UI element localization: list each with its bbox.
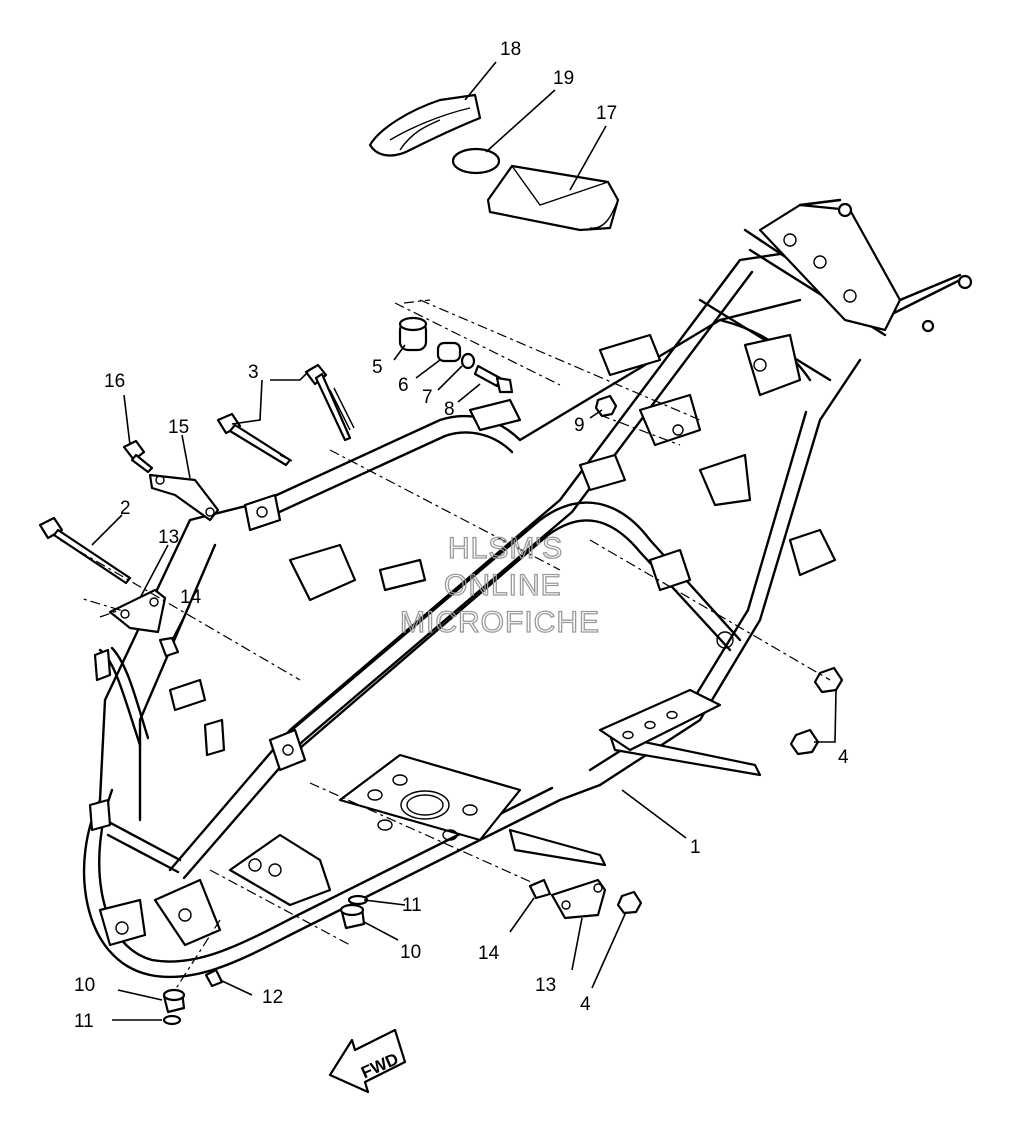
callout-8: 8 (444, 399, 455, 420)
short-bolt-part (473, 364, 514, 394)
watermark-line-3: MICROFICHE (400, 606, 600, 639)
watermark-line-2: ONLINE (444, 569, 562, 602)
leader-lines (59, 61, 837, 1021)
left-ring-part (162, 1014, 182, 1026)
callout-3: 3 (248, 362, 259, 383)
bushing-part (436, 341, 462, 363)
callout-6: 6 (398, 375, 409, 396)
callout-11-left: 11 (74, 1011, 94, 1032)
callout-7: 7 (422, 387, 433, 408)
tool-case-part (486, 164, 620, 232)
watermark-line-1: HLSM'S (448, 532, 563, 565)
bracket-bolt-part (122, 439, 154, 474)
small-screw-part (204, 968, 224, 988)
washer-part (460, 352, 476, 370)
callout-13-lower: 13 (535, 975, 556, 996)
upper-plate-part (108, 588, 167, 634)
callout-14-lower: 14 (478, 943, 500, 964)
right-grommet-part (339, 903, 366, 930)
callout-18: 18 (500, 39, 521, 60)
callout-2: 2 (120, 498, 131, 519)
callout-10-left: 10 (74, 975, 95, 996)
callout-5: 5 (372, 357, 383, 378)
bracket-part (148, 473, 220, 522)
upper-small-bolt-part (158, 636, 180, 658)
forward-direction-arrow: FWD (328, 1028, 407, 1094)
engine-mount-bolts (216, 363, 355, 467)
callout-14-upper: 14 (180, 587, 202, 608)
callout-labels: 18 19 17 5 6 7 8 9 3 16 15 2 13 14 4 1 1… (74, 39, 849, 1032)
callout-4-upper: 4 (838, 747, 849, 768)
main-frame (82, 198, 973, 979)
left-grommet-part (162, 988, 186, 1014)
band-part (451, 147, 501, 175)
long-bolt-part (38, 516, 132, 585)
lower-right-plate-part (550, 878, 607, 920)
callout-4-lower: 4 (580, 994, 591, 1015)
callout-15: 15 (168, 417, 189, 438)
callout-16: 16 (104, 371, 125, 392)
collar-part (398, 316, 428, 352)
lower-right-nut-part (616, 890, 643, 915)
callout-1: 1 (690, 837, 701, 858)
callout-19: 19 (553, 68, 574, 89)
callout-10-right: 10 (400, 942, 421, 963)
callout-13-upper: 13 (158, 527, 179, 548)
callout-9: 9 (574, 415, 585, 436)
lower-right-bolt-part (528, 878, 552, 900)
upper-nut-part (594, 394, 618, 418)
watermark: HLSM'S ONLINE MICROFICHE (399, 531, 600, 639)
callout-17: 17 (596, 103, 617, 124)
callout-12: 12 (262, 987, 283, 1008)
callout-11-right: 11 (402, 895, 422, 916)
tool-strap-part (368, 93, 482, 157)
